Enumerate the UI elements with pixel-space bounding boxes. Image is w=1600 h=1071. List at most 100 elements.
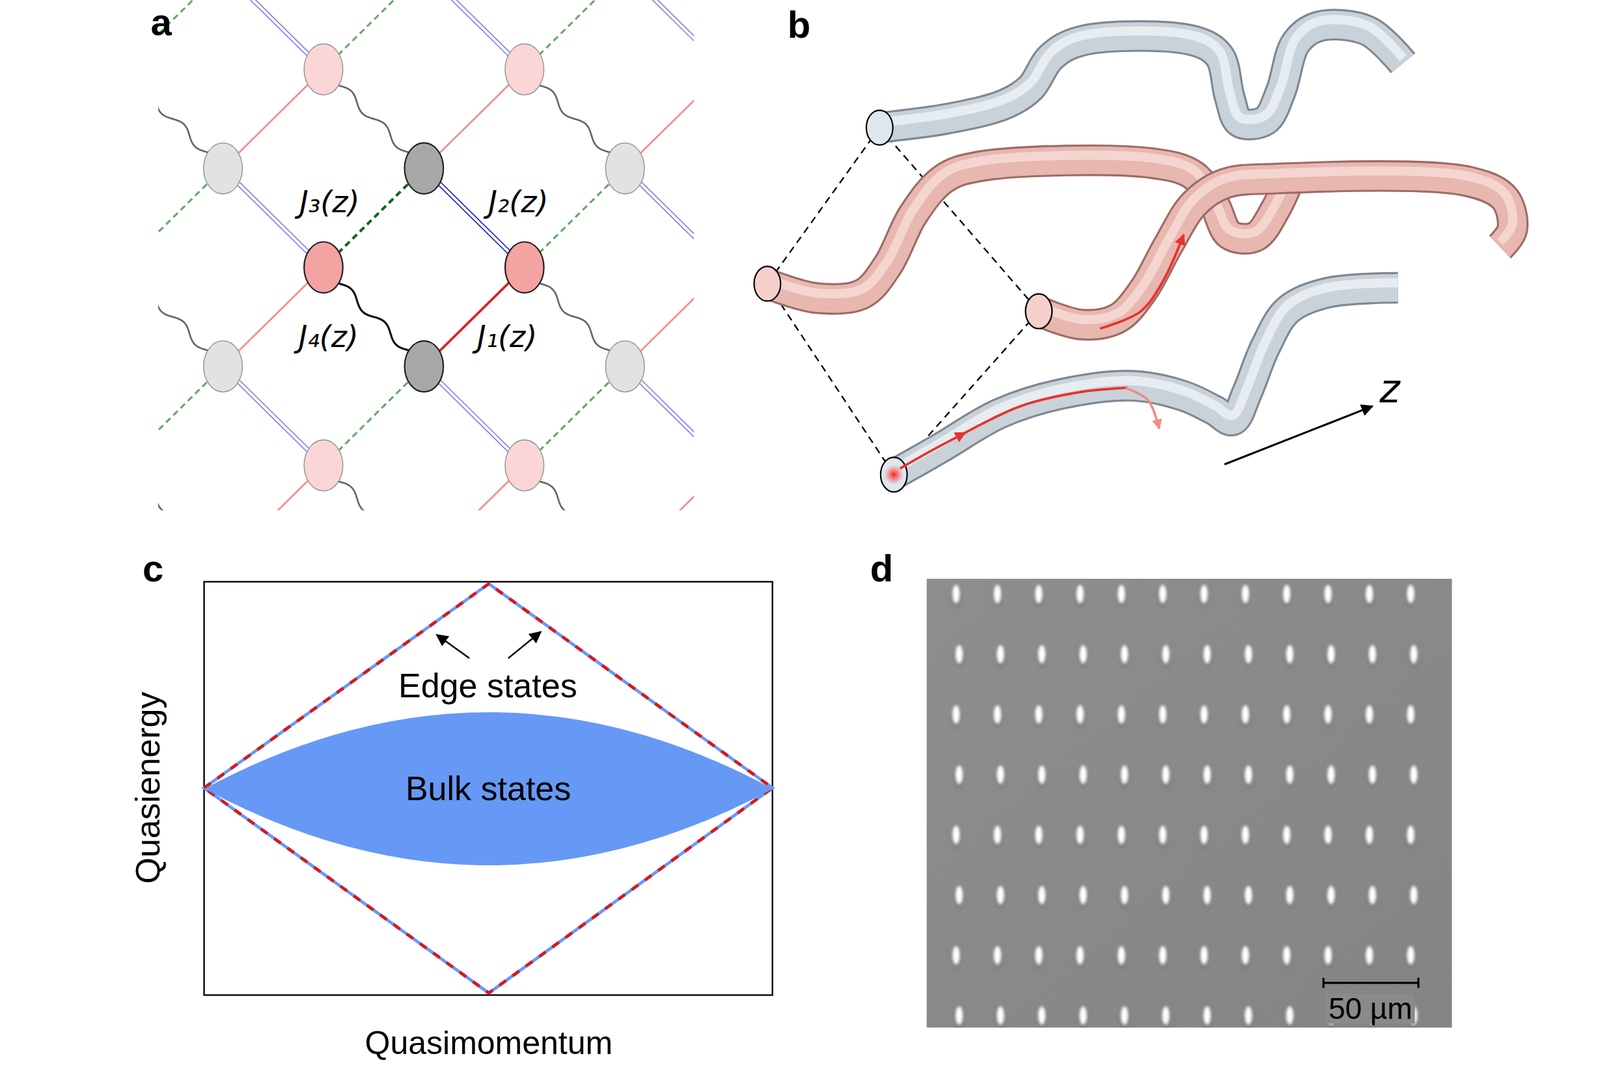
- waveguide-spot: [1203, 645, 1211, 664]
- waveguide-spot: [1076, 945, 1084, 965]
- waveguide-spot: [1200, 643, 1214, 669]
- waveguide-spot: [1115, 945, 1128, 970]
- waveguide-spot: [1077, 884, 1090, 910]
- lattice-site: [303, 43, 344, 95]
- pointer-arrow: [508, 631, 541, 659]
- waveguide-spot: [1035, 643, 1049, 669]
- panel-letter: a: [151, 3, 172, 42]
- waveguide-spot: [1324, 825, 1332, 844]
- waveguide-spot: [996, 885, 1004, 905]
- waveguide-spot: [1117, 584, 1125, 603]
- band-label: Bulk states: [405, 770, 571, 807]
- waveguide-spot: [1282, 704, 1291, 724]
- waveguide-spot: [955, 645, 963, 664]
- waveguide-spot: [955, 1006, 963, 1025]
- waveguide-spot: [1159, 704, 1167, 724]
- waveguide-spot: [1161, 885, 1170, 905]
- waveguide-spot: [952, 704, 960, 724]
- waveguide-spot: [952, 643, 966, 669]
- lattice-site: [203, 341, 243, 392]
- waveguide-spot: [1203, 885, 1211, 905]
- waveguide-spot: [996, 1006, 1004, 1025]
- waveguide-spot: [1077, 643, 1090, 669]
- waveguide-spot: [1404, 945, 1418, 970]
- waveguide-spot: [1404, 583, 1418, 609]
- waveguide-spot: [949, 704, 963, 730]
- band-plot: [204, 581, 773, 996]
- waveguide-spot: [1200, 584, 1208, 603]
- waveguide-spot: [1197, 583, 1211, 609]
- waveguide-spot: [1077, 1005, 1090, 1028]
- waveguide-spot: [1365, 945, 1373, 965]
- axis-title: Quasienergy: [130, 691, 165, 884]
- edge-state-band: [204, 583, 773, 994]
- waveguide-spot: [949, 824, 963, 850]
- waveguide-spot: [1242, 643, 1256, 669]
- waveguide-spot: [1200, 764, 1214, 789]
- waveguide-spot: [1200, 945, 1208, 965]
- waveguide-spot: [994, 1005, 1007, 1028]
- panel-letter: b: [787, 5, 811, 44]
- waveguide-spot: [1159, 584, 1167, 603]
- waveguide-spot: [994, 884, 1007, 910]
- waveguide-highlight: [1038, 171, 1513, 320]
- waveguide-spot: [1117, 945, 1125, 965]
- waveguide-spot: [1200, 1005, 1214, 1028]
- waveguide-spot: [1368, 765, 1377, 784]
- coupling-label: J₂(z): [485, 186, 551, 217]
- waveguide-spot: [1282, 945, 1291, 965]
- waveguide-spot: [1034, 825, 1043, 844]
- waveguide-spot: [1076, 704, 1084, 724]
- light-path: [963, 387, 1128, 435]
- waveguide-spot: [1241, 584, 1250, 603]
- waveguide-spot: [1118, 1005, 1131, 1028]
- waveguide-spot: [1363, 583, 1376, 609]
- unit-cell-outline: [767, 127, 880, 284]
- waveguide-spot: [1407, 584, 1415, 603]
- waveguide-spot: [1363, 824, 1376, 850]
- figure-art: [20, 0, 1513, 1030]
- waveguide-spot: [1324, 704, 1332, 724]
- waveguide-spot: [1077, 764, 1090, 789]
- waveguide-spot: [1404, 704, 1418, 730]
- waveguide-spot: [1159, 1005, 1173, 1028]
- lattice-site: [505, 242, 545, 293]
- waveguide-spot: [1407, 704, 1415, 724]
- waveguide-spot: [1156, 824, 1170, 850]
- waveguide-spot: [1363, 945, 1376, 970]
- waveguide-spot: [1074, 824, 1087, 850]
- waveguide-spot: [1366, 643, 1379, 669]
- panel-letter: c: [142, 549, 164, 588]
- waveguide-spot: [1076, 825, 1084, 844]
- waveguide-spot: [1324, 945, 1332, 965]
- waveguide-spot: [1038, 885, 1046, 905]
- coupling-label: J₄(z): [296, 321, 362, 352]
- waveguide-spot: [1035, 764, 1049, 789]
- lattice-site: [404, 142, 444, 194]
- waveguide-end: [1025, 293, 1052, 329]
- waveguide-spot: [1079, 1006, 1087, 1025]
- lattice-site: [605, 341, 645, 392]
- waveguide-spot: [993, 825, 1002, 844]
- waveguide-spot: [952, 884, 966, 910]
- lattice-site: [605, 142, 645, 194]
- waveguide-spot: [1120, 765, 1129, 784]
- waveguide-spot: [1409, 765, 1418, 784]
- waveguide-spot: [1286, 765, 1294, 784]
- waveguide-spot: [1368, 885, 1377, 905]
- waveguide-spot: [994, 764, 1007, 789]
- scale-bar-tick: [1417, 977, 1420, 989]
- pointer-arrow: [436, 634, 470, 659]
- waveguide-spot: [952, 584, 960, 603]
- waveguide-spot: [1035, 884, 1049, 910]
- waveguide-spot: [1325, 884, 1338, 910]
- waveguide-spot: [996, 645, 1004, 664]
- waveguide-spot: [1120, 645, 1129, 664]
- waveguide-spot: [1120, 1006, 1129, 1025]
- waveguide-spot: [1118, 764, 1131, 789]
- waveguide-spot: [1118, 884, 1131, 910]
- waveguide-spot: [1409, 885, 1418, 905]
- scale-bar-tick: [1322, 977, 1325, 989]
- waveguide-spot: [1159, 825, 1167, 844]
- waveguide-spot: [1368, 645, 1377, 664]
